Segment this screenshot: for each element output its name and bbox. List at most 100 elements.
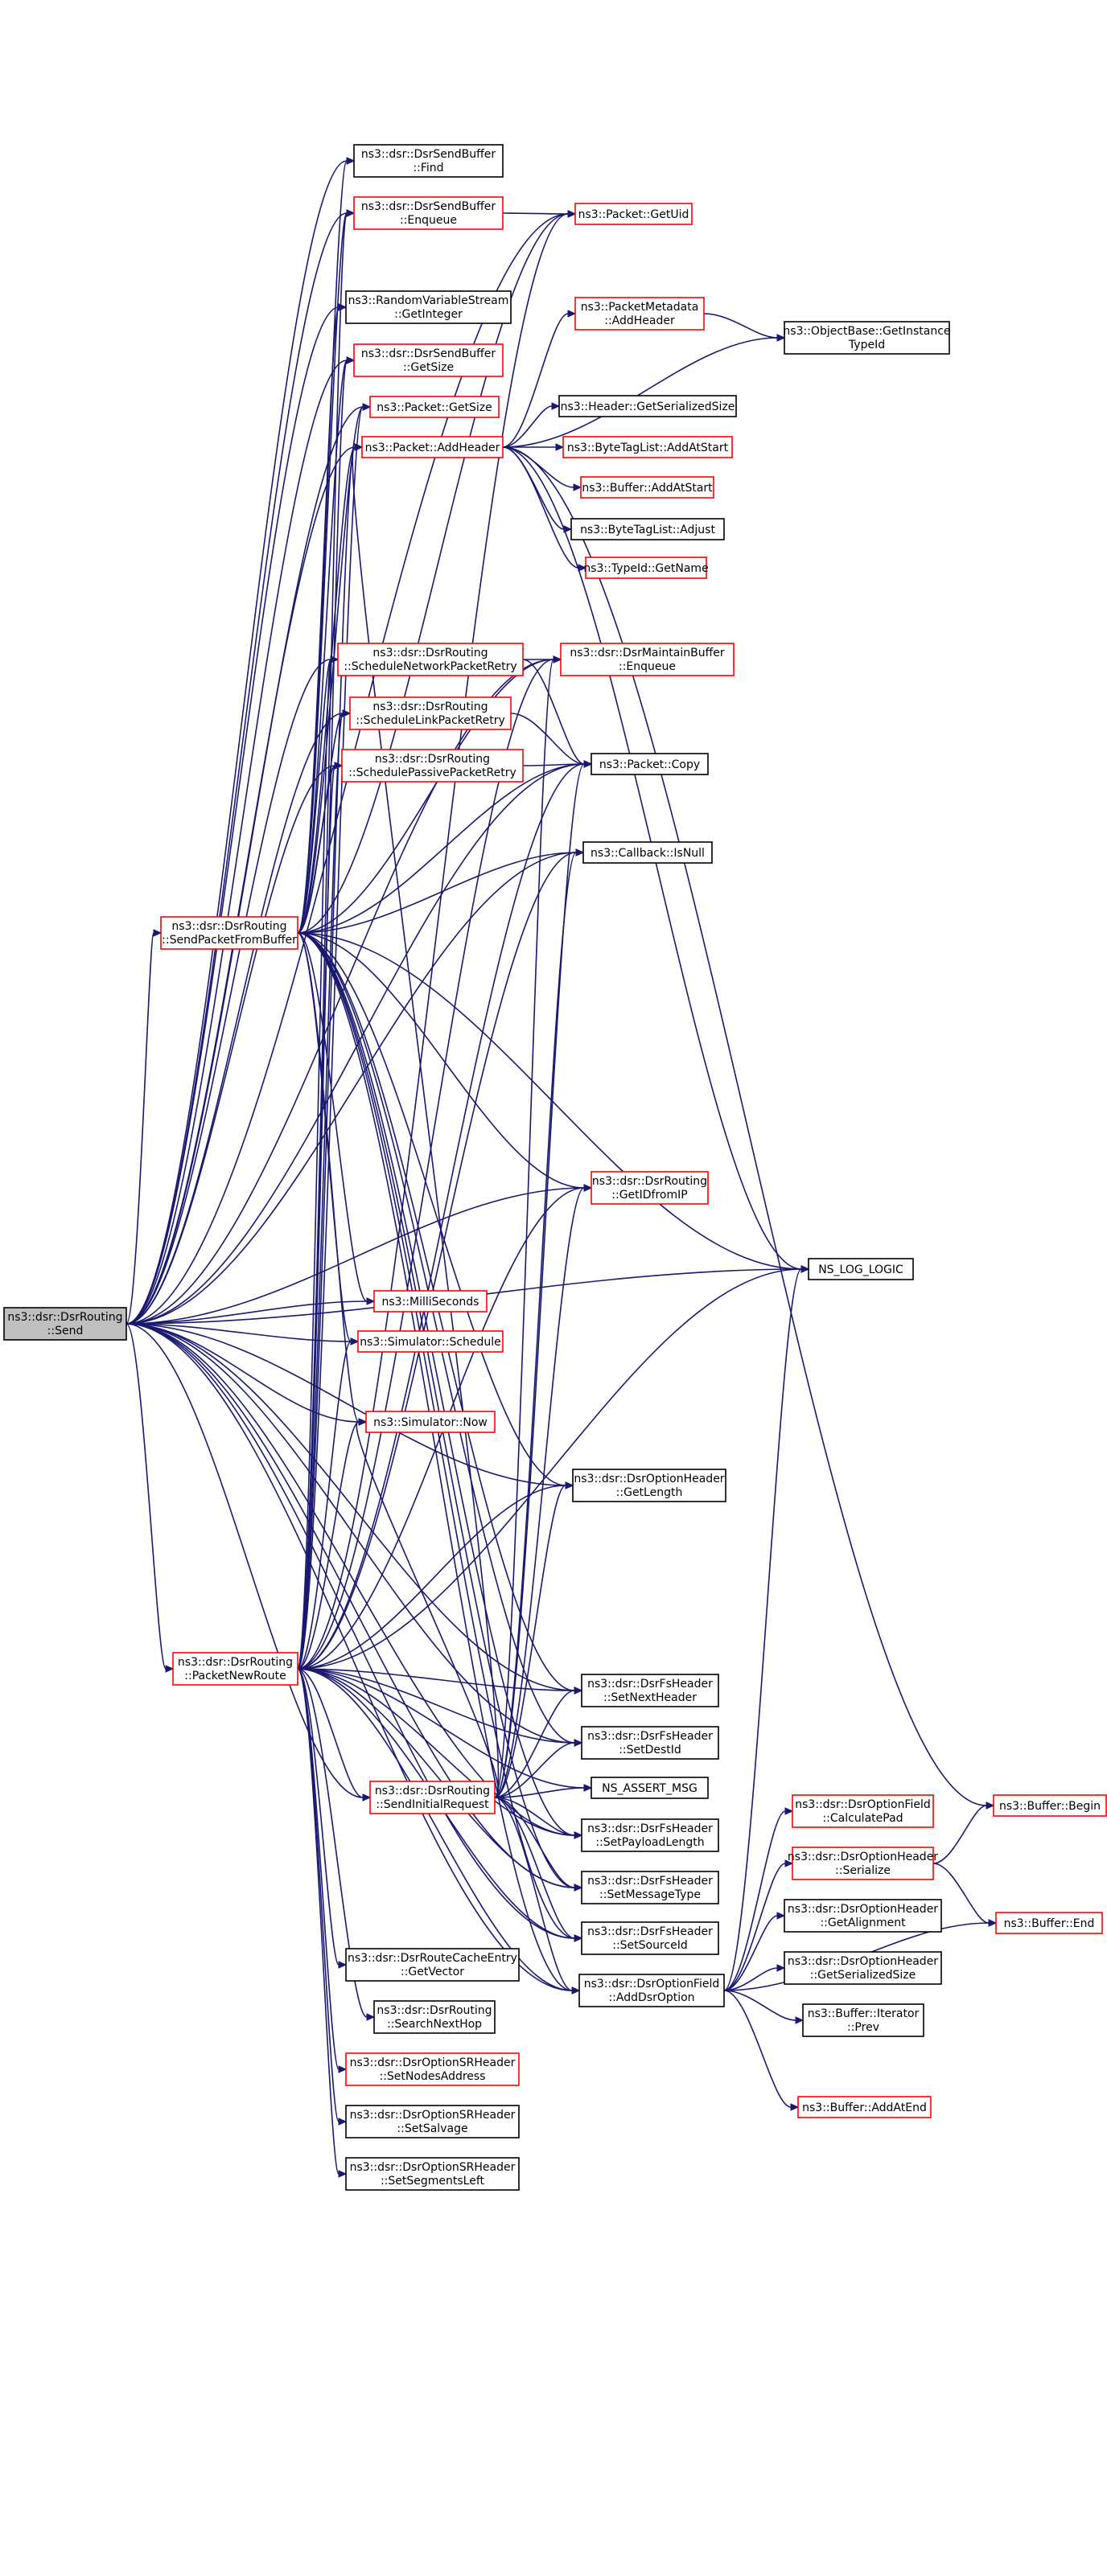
- call-node-label: ::SetNextHeader: [603, 1691, 697, 1704]
- call-edge: [297, 932, 810, 1273]
- call-node-label: ::SetDestId: [619, 1744, 681, 1756]
- call-node-bend[interactable]: ns3::Buffer::End: [995, 1912, 1103, 1934]
- call-node-label: ns3::dsr::DsrFsHeader: [587, 1925, 713, 1938]
- call-edge: [502, 402, 561, 448]
- call-node-pgs[interactable]: ns3::Packet::GetSize: [369, 396, 500, 418]
- call-node-label: ns3::dsr::DsrOptionHeader: [574, 1473, 724, 1485]
- call-edge: [297, 1337, 360, 1670]
- call-node-sbgs[interactable]: ns3::dsr::DsrSendBuffer::GetSize: [353, 343, 504, 377]
- call-node-pah[interactable]: ns3::Packet::AddHeader: [361, 436, 504, 458]
- call-node-label: ::GetAlignment: [820, 1917, 906, 1929]
- call-node-rcegv: ns3::dsr::DsrRouteCacheEntry::GetVector: [345, 1948, 520, 1982]
- call-node-snow[interactable]: ns3::Simulator::Now: [365, 1411, 496, 1433]
- call-node-label: ns3::Packet::GetUid: [578, 208, 689, 221]
- call-node-hgss: ns3::Header::GetSerializedSize: [558, 395, 737, 417]
- call-node-find: ns3::dsr::DsrSendBuffer::Find: [353, 144, 504, 178]
- call-node-label: ns3::dsr::DsrOptionSRHeader: [350, 2056, 516, 2069]
- call-node-label: ::GetIDfromIP: [611, 1189, 687, 1202]
- call-node-slpr[interactable]: ns3::dsr::DsrRouting::ScheduleLinkPacket…: [349, 696, 512, 730]
- call-node-gidip[interactable]: ns3::dsr::DsrRouting::GetIDfromIP: [591, 1171, 709, 1205]
- call-node-label: ns3::MilliSeconds: [382, 1296, 479, 1309]
- call-node-enq[interactable]: ns3::dsr::DsrSendBuffer::Enqueue: [353, 196, 504, 230]
- call-node-snpr[interactable]: ns3::dsr::DsrRouting::ScheduleNetworkPac…: [337, 643, 524, 676]
- call-node-btlaas[interactable]: ns3::ByteTagList::AddAtStart: [562, 436, 733, 458]
- call-node-label: ns3::dsr::DsrRouteCacheEntry: [348, 1952, 517, 1965]
- call-node-spfb[interactable]: ns3::dsr::DsrRouting::SendPacketFromBuff…: [160, 916, 298, 950]
- call-node-label: ns3::dsr::DsrOptionHeader: [788, 1903, 938, 1916]
- call-node-ssalv: ns3::dsr::DsrOptionSRHeader::SetSalvage: [345, 2105, 520, 2138]
- call-node-ms[interactable]: ns3::MilliSeconds: [373, 1290, 488, 1313]
- call-node-nam: NS_ASSERT_MSG: [591, 1777, 709, 1799]
- call-node-label: NS_LOG_LOGIC: [818, 1263, 903, 1276]
- call-node-label: ns3::TypeId::GetName: [583, 562, 708, 575]
- call-node-label: ns3::ByteTagList::Adjust: [580, 524, 715, 536]
- call-edge: [297, 443, 364, 1670]
- call-node-label: ns3::Packet::GetSize: [377, 401, 492, 414]
- call-edge: [494, 1797, 581, 1995]
- call-node-label: ::Enqueue: [400, 214, 457, 227]
- call-node-label: ::SetPayloadLength: [595, 1836, 704, 1849]
- call-node-fssi: ns3::dsr::DsrFsHeader::SetSourceId: [581, 1921, 719, 1955]
- call-node-bip: ns3::Buffer::Iterator::Prev: [802, 2003, 924, 2037]
- call-node-label: ::GetSize: [403, 361, 454, 374]
- call-edge: [126, 655, 340, 1325]
- call-node-baae[interactable]: ns3::Buffer::AddAtEnd: [797, 2096, 932, 2118]
- call-edge: [126, 1323, 175, 1673]
- call-node-label: ns3::dsr::DsrOptionHeader: [788, 1851, 938, 1863]
- call-edge: [723, 1807, 794, 1991]
- call-node-label: ::AddDsrOption: [608, 1991, 694, 2004]
- call-node-rvs: ns3::RandomVariableStream::GetInteger: [345, 290, 512, 324]
- call-edge: [502, 310, 577, 448]
- call-node-sir[interactable]: ns3::dsr::DsrRouting::SendInitialRequest: [369, 1781, 496, 1814]
- call-edge: [297, 932, 593, 1192]
- call-node-label: ::SetSalvage: [397, 2122, 467, 2135]
- call-node-tgn[interactable]: ns3::TypeId::GetName: [583, 557, 709, 579]
- call-edge: [494, 1797, 583, 1839]
- call-node-label: ns3::dsr::DsrSendBuffer: [361, 347, 496, 360]
- call-node-label: ::SetSegmentsLeft: [381, 2175, 485, 2188]
- call-node-label: ns3::dsr::DsrOptionField: [584, 1978, 720, 1991]
- call-node-label: ns3::Buffer::AddAtStart: [582, 482, 713, 495]
- call-node-label: ns3::Callback::IsNull: [591, 847, 705, 860]
- call-node-label: ns3::PacketMetadata: [581, 301, 699, 314]
- call-nodes: ns3::dsr::DsrRouting::Sendns3::dsr::DsrR…: [3, 144, 1107, 2191]
- call-node-label: ns3::dsr::DsrFsHeader: [587, 1822, 713, 1835]
- call-node-fsmt: ns3::dsr::DsrFsHeader::SetMessageType: [581, 1871, 719, 1904]
- call-edge: [502, 446, 573, 533]
- call-node-label: ::Enqueue: [619, 660, 676, 673]
- call-edge: [297, 403, 372, 1670]
- call-node-label: ns3::dsr::DsrOptionField: [795, 1798, 931, 1811]
- call-edge: [494, 1184, 593, 1798]
- call-node-guid[interactable]: ns3::Packet::GetUid: [574, 203, 693, 225]
- call-node-label: ns3::dsr::DsrRouting: [178, 1656, 293, 1669]
- call-edge: [297, 1668, 581, 1995]
- call-node-label: ns3::dsr::DsrMaintainBuffer: [570, 647, 724, 659]
- call-node-pnr[interactable]: ns3::dsr::DsrRouting::PacketNewRoute: [172, 1652, 298, 1686]
- call-node-pcopy: ns3::Packet::Copy: [591, 753, 709, 775]
- call-node-pmah[interactable]: ns3::PacketMetadata::AddHeader: [574, 297, 705, 331]
- call-node-baas[interactable]: ns3::Buffer::AddAtStart: [580, 476, 714, 499]
- call-edge: [297, 1668, 348, 2178]
- call-edge: [297, 1668, 348, 2126]
- call-node-label: ::PacketNewRoute: [184, 1670, 286, 1682]
- call-node-ofado: ns3::dsr::DsrOptionField::AddDsrOption: [578, 1974, 725, 2007]
- call-node-mbenq[interactable]: ns3::dsr::DsrMaintainBuffer::Enqueue: [560, 643, 735, 676]
- call-node-ssna[interactable]: ns3::dsr::DsrOptionSRHeader::SetNodesAdd…: [345, 2052, 520, 2086]
- call-node-ssched[interactable]: ns3::Simulator::Schedule: [357, 1330, 504, 1353]
- call-node-label: ::Send: [47, 1325, 84, 1337]
- call-node-label: ns3::Buffer::Begin: [999, 1800, 1101, 1813]
- call-node-label: ns3::dsr::DsrOptionSRHeader: [350, 2161, 516, 2174]
- call-node-label: ::Prev: [847, 2021, 879, 2034]
- call-node-ohser[interactable]: ns3::dsr::DsrOptionHeader::Serialize: [788, 1847, 938, 1880]
- call-node-send: ns3::dsr::DsrRouting::Send: [3, 1307, 127, 1341]
- call-node-label: ns3::Buffer::Iterator: [808, 2007, 920, 2020]
- call-edge: [932, 1802, 995, 1864]
- call-node-ofcp[interactable]: ns3::dsr::DsrOptionField::CalculatePad: [792, 1794, 934, 1828]
- call-edge: [126, 1323, 574, 1489]
- call-node-bbegin[interactable]: ns3::Buffer::Begin: [993, 1794, 1107, 1817]
- call-node-label: ns3::dsr::DsrRouting: [171, 920, 286, 933]
- call-edge: [502, 334, 786, 448]
- call-node-sppr[interactable]: ns3::dsr::DsrRouting::SchedulePassivePac…: [341, 749, 524, 783]
- call-node-label: ::GetSerializedSize: [810, 1969, 916, 1982]
